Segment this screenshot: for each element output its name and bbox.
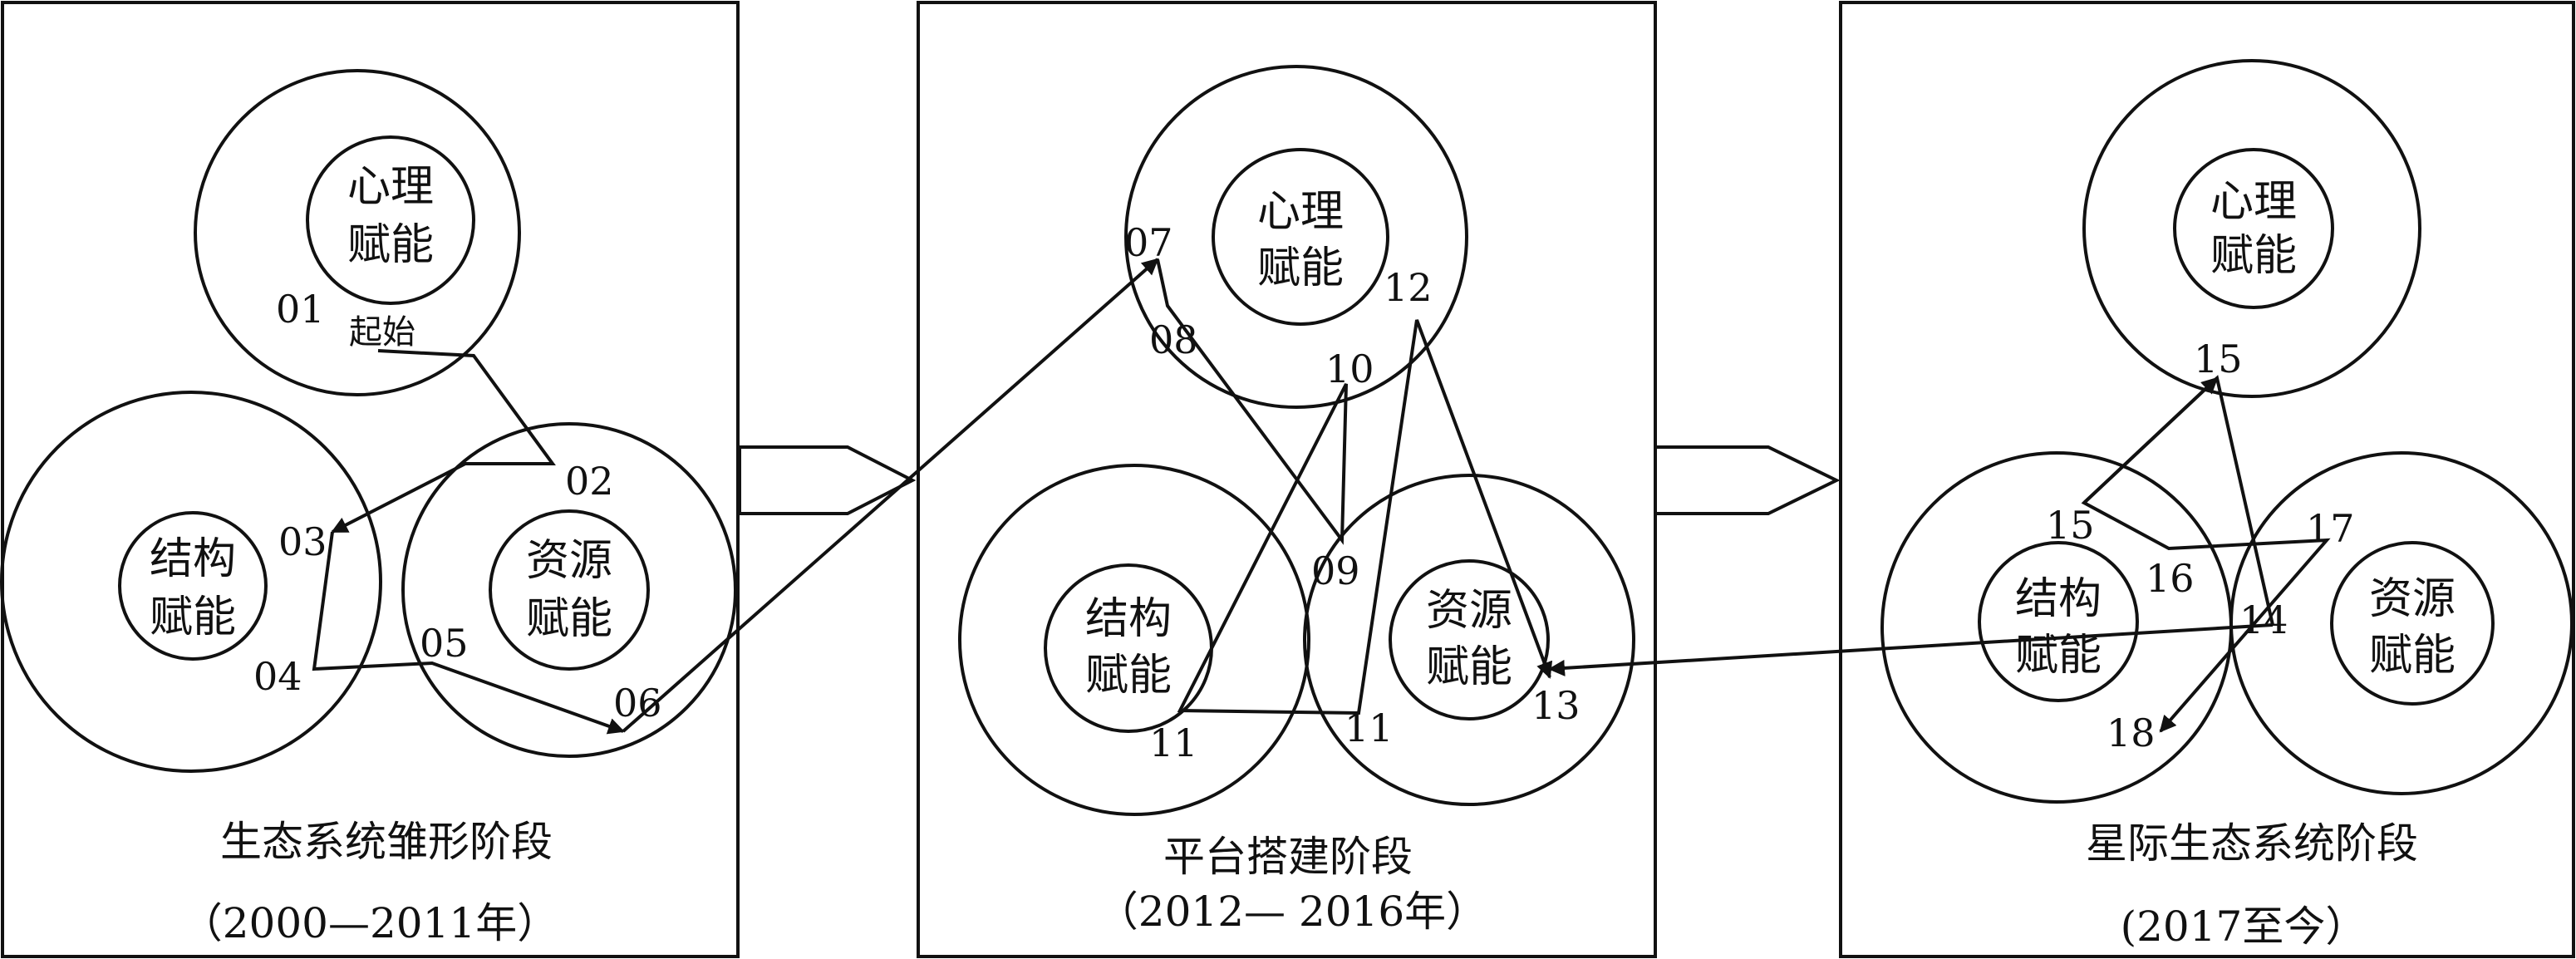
resource-label-line2: 赋能	[526, 594, 612, 644]
struct-inner-circle	[118, 511, 268, 661]
resource-inner-circle	[1389, 559, 1550, 720]
start-label: 起始	[349, 313, 415, 352]
struct-label-line1: 结构	[150, 534, 236, 584]
resource-label-line2: 赋能	[1426, 642, 1512, 692]
struct-outer-circle	[958, 464, 1310, 816]
psych-outer-circle	[2082, 59, 2421, 398]
point-16: 16	[2146, 556, 2195, 601]
point-02: 02	[565, 459, 614, 504]
resource-inner-circle	[489, 509, 650, 671]
resource-outer-circle	[401, 422, 737, 758]
point-01: 01	[276, 287, 325, 332]
psych-inner-circle	[1212, 148, 1389, 326]
psych-outer-circle	[194, 69, 521, 396]
stage-title: 平台搭建阶段	[1163, 833, 1413, 881]
point-09: 09	[1311, 548, 1360, 593]
struct-outer-circle	[0, 391, 382, 773]
path-link-13-14	[1548, 623, 2274, 676]
psych-label-line2: 赋能	[347, 220, 434, 270]
path-stage-1	[331, 349, 556, 534]
point-11-a: 11	[1149, 720, 1198, 765]
panel-frame	[1839, 1, 2575, 958]
point-15-a: 15	[2194, 337, 2243, 381]
struct-label-line1: 结构	[2015, 574, 2102, 624]
resource-label-line1: 资源	[1426, 586, 1512, 636]
resource-label-line1: 资源	[2369, 574, 2456, 624]
struct-label-line1: 结构	[1085, 594, 1172, 644]
point-05: 05	[420, 621, 469, 666]
struct-inner-circle	[1044, 563, 1213, 733]
stage-period: （2012— 2016年）	[1097, 888, 1487, 936]
path-stage-1b	[312, 531, 625, 735]
struct-inner-circle	[1978, 541, 2139, 702]
point-13: 13	[1531, 683, 1581, 728]
panel-frame	[917, 1, 1657, 958]
path-stage-2	[1156, 258, 1553, 716]
psych-inner-circle	[2173, 148, 2334, 309]
path-stage-3	[2081, 375, 2331, 733]
point-17: 17	[2306, 506, 2355, 551]
stage-arrow-1	[738, 445, 917, 515]
struct-label-line2: 赋能	[1085, 651, 1172, 701]
path-15-start	[2082, 376, 2219, 504]
point-04: 04	[253, 654, 302, 699]
stage-title: 生态系统雏形阶段	[220, 818, 553, 866]
point-12: 12	[1384, 265, 1433, 310]
panel-stage-2: 心理 赋能 结构 赋能 资源 赋能 07 08 10 12 09 11 11 1…	[622, 1, 1657, 958]
stage-period: (2017至今）	[2121, 902, 2367, 951]
resource-inner-circle	[2330, 541, 2495, 706]
stage-period: （2000—2011年）	[181, 899, 559, 947]
point-18: 18	[2107, 711, 2156, 755]
point-15-b: 15	[2046, 503, 2095, 548]
struct-label-line2: 赋能	[150, 593, 236, 642]
psych-label-line1: 心理	[347, 162, 434, 212]
stage-title: 星际生态系统阶段	[2086, 819, 2418, 868]
psych-outer-circle	[1124, 65, 1468, 409]
point-03: 03	[278, 519, 327, 564]
psych-label-line1: 心理	[2210, 177, 2297, 227]
resource-outer-circle	[1303, 474, 1635, 806]
panel-stage-3: 心理 赋能 结构 赋能 资源 赋能 15 15 16 17 14 18 星际生态…	[1548, 1, 2575, 958]
point-11-b: 11	[1345, 706, 1394, 750]
resource-label-line1: 资源	[526, 536, 612, 586]
point-07: 07	[1124, 220, 1173, 265]
resource-outer-circle	[2229, 451, 2574, 795]
stage-arrow-2	[1654, 445, 1841, 515]
path-link-06-07	[622, 258, 1159, 733]
panel-stage-1: 心理 赋能 结构 赋能 资源 赋能 01 起始 02 03 04 05 06 生…	[0, 1, 740, 958]
psych-label-line1: 心理	[1257, 187, 1344, 237]
psych-label-line2: 赋能	[1257, 243, 1344, 293]
panel-frame	[1, 1, 740, 958]
point-14: 14	[2239, 598, 2288, 642]
psych-label-line2: 赋能	[2210, 231, 2297, 281]
psych-inner-circle	[306, 135, 475, 305]
resource-label-line2: 赋能	[2369, 631, 2456, 681]
point-08: 08	[1149, 317, 1198, 362]
point-10: 10	[1325, 347, 1374, 391]
